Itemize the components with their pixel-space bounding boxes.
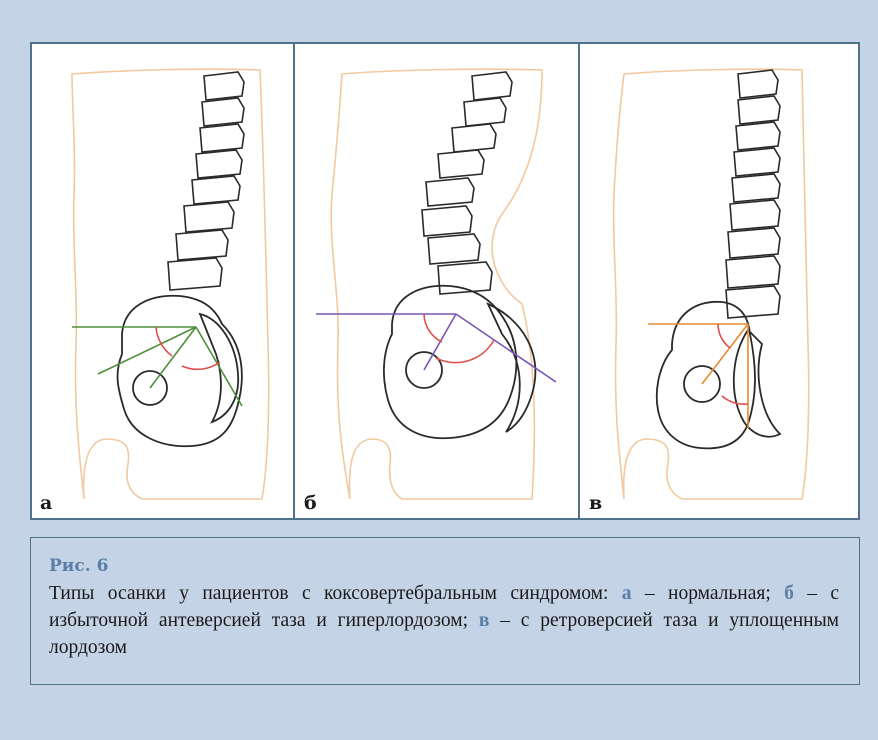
posture-diagram	[32, 44, 858, 518]
posture-figure: а б в	[30, 42, 860, 520]
figure-caption: Рис. 6 Типы осанки у пациентов с коксове…	[30, 537, 860, 685]
spine-a	[168, 72, 244, 290]
caption-letter-c: в	[479, 610, 490, 631]
body-silhouette-b	[331, 69, 542, 499]
panel-c-drawing	[614, 69, 809, 499]
panel-a-drawing	[72, 69, 269, 499]
caption-title: Рис. 6	[49, 556, 839, 576]
caption-body: Типы осанки у пациентов с коксовертебрал…	[49, 580, 839, 661]
panel-label-c: в	[589, 492, 602, 514]
caption-letter-b: б	[784, 583, 794, 604]
pelvis-a	[118, 296, 242, 446]
caption-text-a: – нормальная;	[645, 583, 771, 604]
spine-b	[422, 72, 512, 294]
caption-letter-a: а	[622, 583, 632, 604]
reference-lines-c	[648, 324, 748, 428]
sacrum-b	[488, 304, 535, 432]
spine-c	[726, 70, 780, 318]
panel-label-a: а	[40, 492, 52, 514]
angle-arcs-a	[156, 327, 220, 369]
sacrum-c	[734, 330, 780, 437]
reference-lines-b	[316, 314, 556, 382]
caption-intro: Типы осанки у пациентов с коксовертебрал…	[49, 583, 608, 604]
reference-lines-a	[72, 327, 242, 406]
panel-label-b: б	[304, 492, 317, 514]
panel-b-drawing	[316, 69, 556, 499]
